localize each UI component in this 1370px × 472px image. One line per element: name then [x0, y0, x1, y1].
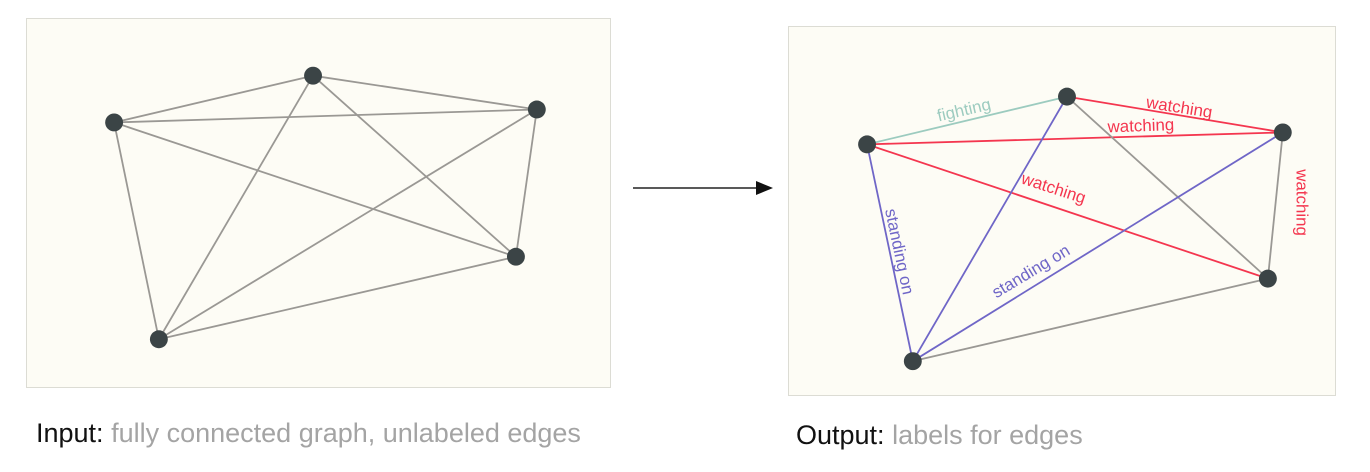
graph-edge: [515, 109, 538, 257]
input-graph: [105, 66, 546, 349]
graph-edge: [158, 255, 517, 341]
graph-edge: [312, 74, 537, 111]
graph-edge: [113, 122, 160, 340]
graph-node: [1058, 87, 1076, 106]
edge-label-watching: watching: [1018, 169, 1088, 208]
output-caption: Output: labels for edges: [796, 420, 1083, 451]
output-graph-panel: fighting watching watching watching watc…: [788, 26, 1336, 396]
graph-edge: [113, 121, 517, 258]
arrow-right-icon: [633, 181, 773, 195]
graph-edge: [113, 74, 314, 124]
graph-edge: [1066, 95, 1269, 280]
graph-node: [149, 330, 168, 349]
edge-label-standing-on: standing on: [989, 241, 1074, 302]
graph-edge: [912, 96, 1068, 362]
graph-edge: [866, 144, 914, 362]
graph-node: [527, 100, 546, 119]
graph-node: [903, 352, 922, 371]
input-caption-description: fully connected graph, unlabeled edges: [111, 418, 581, 448]
output-caption-description: labels for edges: [892, 420, 1083, 450]
graph-edge: [912, 277, 1269, 363]
output-graph: fighting watching watching watching watc…: [858, 87, 1312, 371]
input-caption: Input: fully connected graph, unlabeled …: [36, 418, 581, 449]
input-caption-key: Input:: [36, 418, 104, 448]
graph-edge: [158, 108, 538, 341]
graph-edge: [1066, 95, 1283, 134]
edge-label-standing-on: standing on: [881, 207, 918, 296]
output-caption-key: Output:: [796, 420, 885, 450]
graph-node: [1258, 269, 1277, 288]
graph-edge: [114, 108, 537, 124]
graph-edge: [866, 143, 1269, 280]
graph-node: [506, 247, 525, 266]
input-graph-panel: [26, 18, 611, 388]
graph-edge: [312, 75, 517, 258]
graph-node: [1273, 123, 1292, 142]
edge-label-watching: watching: [1106, 115, 1174, 136]
graph-node: [105, 113, 124, 132]
graph-edge: [866, 95, 1068, 146]
graph-edge: [912, 131, 1284, 362]
graph-edge: [1266, 132, 1284, 279]
edge-label-watching: watching: [1293, 168, 1312, 236]
graph-node: [304, 66, 322, 85]
graph-edge: [158, 75, 314, 340]
graph-edge: [867, 131, 1283, 146]
graph-node: [858, 135, 877, 154]
